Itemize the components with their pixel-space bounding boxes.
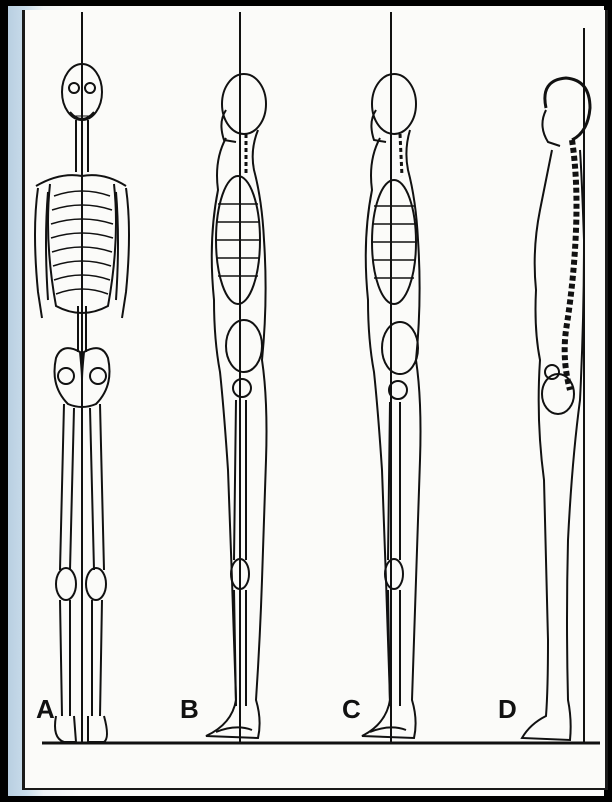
label-a: A <box>36 694 55 724</box>
label-c: C <box>342 694 361 724</box>
label-b: B <box>180 694 199 724</box>
skeleton-side-view-b <box>206 74 267 738</box>
label-d: D <box>498 694 517 724</box>
body-outline-side-view-d <box>522 78 590 740</box>
